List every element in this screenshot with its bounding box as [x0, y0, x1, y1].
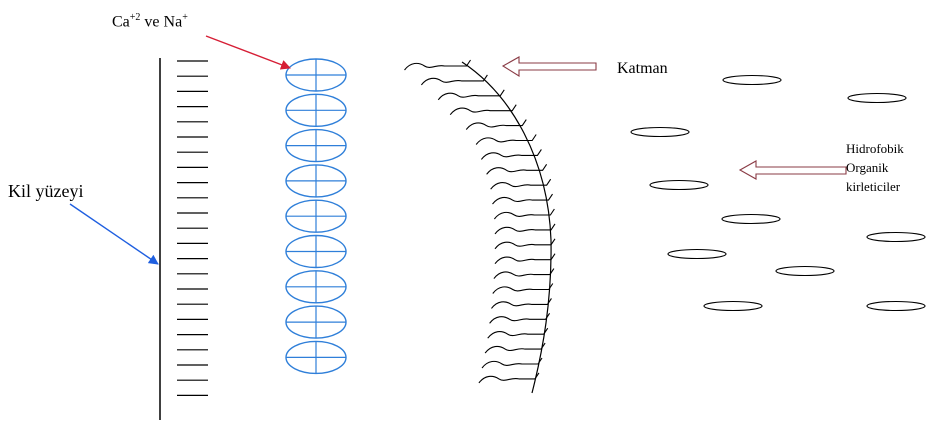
pollutant-molecule — [631, 128, 689, 137]
surface-charge-dashes — [177, 61, 208, 395]
surfactant-tail — [490, 313, 550, 323]
surfactant-tail — [479, 373, 539, 383]
cation-ion — [286, 59, 346, 91]
clay-surface-pointer-arrow — [70, 204, 158, 264]
clay-surface-label: Kil yüzeyi — [8, 181, 83, 202]
pollutant-label-line-1: Hidrofobik — [846, 139, 904, 158]
surfactant-tail — [491, 298, 551, 308]
katman-label: Katman — [617, 60, 668, 78]
pollutant-molecule — [848, 94, 906, 103]
pollutant-molecule — [704, 302, 762, 311]
surfactant-tail — [482, 358, 542, 368]
surfactant-tail — [421, 75, 487, 85]
pollutant-molecule — [776, 267, 834, 276]
surfactant-tail — [485, 343, 545, 353]
cation-ion — [286, 271, 346, 303]
surfactant-tail — [450, 105, 516, 115]
cation-label: Ca+2 ve Na+ — [112, 12, 188, 31]
pollutant-molecule — [867, 233, 925, 242]
pollutant-open-arrow — [740, 161, 846, 179]
cation-ion — [286, 165, 346, 197]
surfactant-tail — [405, 60, 471, 70]
surfactant-tail — [488, 328, 548, 338]
surfactant-tail — [438, 90, 504, 100]
cation-ion — [286, 236, 346, 268]
surfactant-tail — [494, 209, 554, 219]
surfactant-tails — [405, 60, 555, 383]
surfactant-tail — [491, 179, 551, 189]
pollutant-label-line-2: Organik — [846, 158, 904, 177]
pollutant-molecule — [668, 250, 726, 259]
cation-ion — [286, 306, 346, 338]
cation-ion — [286, 94, 346, 126]
surfactant-tail — [495, 254, 555, 264]
katman-open-arrow — [503, 57, 596, 76]
cation-column — [286, 59, 346, 373]
surfactant-tail — [493, 284, 553, 294]
surfactant-tail — [494, 269, 554, 279]
surfactant-tail — [495, 224, 555, 234]
surfactant-tail — [493, 194, 553, 204]
surfactant-tail — [495, 239, 555, 249]
pollutant-label-line-3: kirleticiler — [846, 177, 904, 196]
pollutant-molecule — [723, 76, 781, 85]
pollutant-molecule — [650, 181, 708, 190]
cation-ion — [286, 130, 346, 162]
pollutant-label: Hidrofobik Organik kirleticiler — [846, 139, 904, 196]
pollutant-molecule — [867, 302, 925, 311]
cation-ion — [286, 200, 346, 232]
pollutant-molecule — [722, 215, 780, 224]
cation-ion — [286, 341, 346, 373]
ions-pointer-arrow — [206, 36, 290, 68]
